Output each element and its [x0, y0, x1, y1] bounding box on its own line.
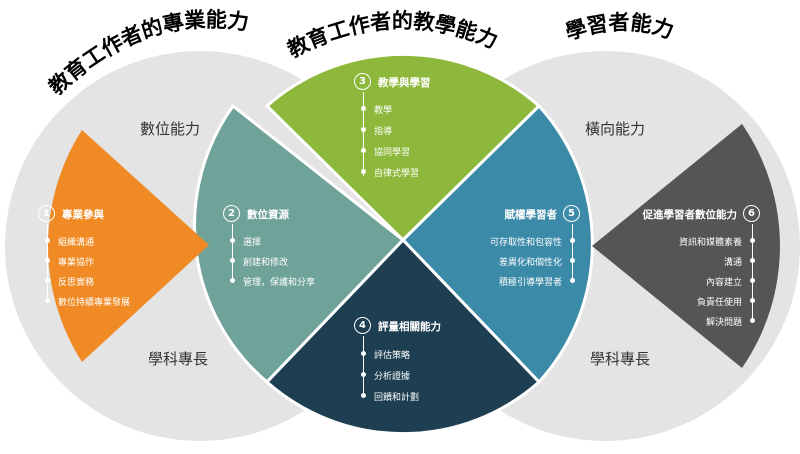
section-title-4: 評量相關能力 [378, 321, 441, 333]
section-title-5: 賦權學習者 [504, 209, 558, 221]
quadrant-assessment [264, 237, 542, 436]
bullet [750, 318, 755, 323]
badge-6: 6 [743, 205, 760, 222]
section-title-3: 教學與學習 [378, 77, 431, 89]
list-item: 負責任使用 [696, 298, 742, 308]
bullet [361, 169, 366, 174]
section-title-6: 促進學習者數位能力 [642, 209, 738, 221]
bullet [361, 393, 366, 398]
list-item: 專業協作 [58, 258, 95, 268]
list-item: 組織溝通 [58, 238, 95, 248]
bullet [361, 127, 366, 132]
bullet [230, 238, 235, 243]
list-item: 管理，保護和分享 [243, 278, 316, 288]
badge-5: 5 [563, 205, 580, 222]
badge-2: 2 [223, 205, 240, 222]
list-item: 資訊和媒體素養 [678, 238, 742, 248]
bullet [750, 238, 755, 243]
list-item: 可存取性和包容性 [489, 238, 562, 248]
list-item: 內容建立 [705, 278, 742, 288]
list-item: 積極引導學習者 [498, 278, 562, 288]
list-item: 評估策略 [374, 351, 411, 361]
bullet [361, 148, 366, 153]
label-subject-expertise-left: 學科專長 [148, 350, 209, 368]
bullet [750, 258, 755, 263]
bullet [45, 258, 50, 263]
bullet [750, 298, 755, 303]
triangle-learner-competence [592, 124, 780, 368]
bullet [45, 238, 50, 243]
list-line-3 [363, 92, 365, 176]
list-item: 回饋和計劃 [374, 393, 420, 403]
badge-1: 1 [38, 205, 55, 222]
list-item: 協同學習 [374, 148, 411, 158]
bullet [361, 372, 366, 377]
bullet [45, 298, 50, 303]
label-subject-expertise-right: 學科專長 [590, 350, 651, 368]
list-item: 創建和修改 [243, 258, 289, 268]
list-item: 分析證據 [374, 372, 411, 382]
list-item: 指導 [374, 127, 393, 137]
list-line-5 [572, 224, 574, 282]
list-item: 數位持續專業發展 [58, 298, 131, 308]
list-line-4 [363, 336, 365, 398]
bullet [230, 278, 235, 283]
list-line-6 [752, 224, 754, 322]
bullet [361, 106, 366, 111]
bullet [750, 278, 755, 283]
section-title-1: 專業參與 [62, 209, 104, 221]
list-line-1 [47, 224, 49, 302]
label-digital-competence: 數位能力 [140, 120, 201, 138]
list-item: 差異化和個性化 [498, 258, 562, 268]
list-item: 解決問題 [705, 318, 742, 328]
quadrant-empowering-learners [400, 103, 594, 385]
bullet [570, 238, 575, 243]
list-item: 反思實務 [58, 278, 95, 288]
bullet [570, 258, 575, 263]
label-transversal-competence: 橫向能力 [585, 120, 646, 138]
bullet [361, 351, 366, 356]
bullet [230, 258, 235, 263]
badge-4: 4 [354, 317, 371, 334]
section-title-2: 數位資源 [247, 209, 289, 221]
title-learner-competence: 學習者能力 [563, 10, 677, 44]
triangle-professional-engagement [48, 130, 210, 362]
list-line-2 [232, 224, 234, 282]
bullet [45, 278, 50, 283]
list-item: 教學 [374, 106, 393, 116]
list-item: 選擇 [243, 238, 262, 248]
list-item: 溝通 [723, 258, 742, 268]
quadrant-teaching-learning [264, 52, 542, 243]
bullet [570, 278, 575, 283]
list-item: 自律式學習 [374, 169, 420, 179]
badge-3: 3 [354, 73, 371, 90]
